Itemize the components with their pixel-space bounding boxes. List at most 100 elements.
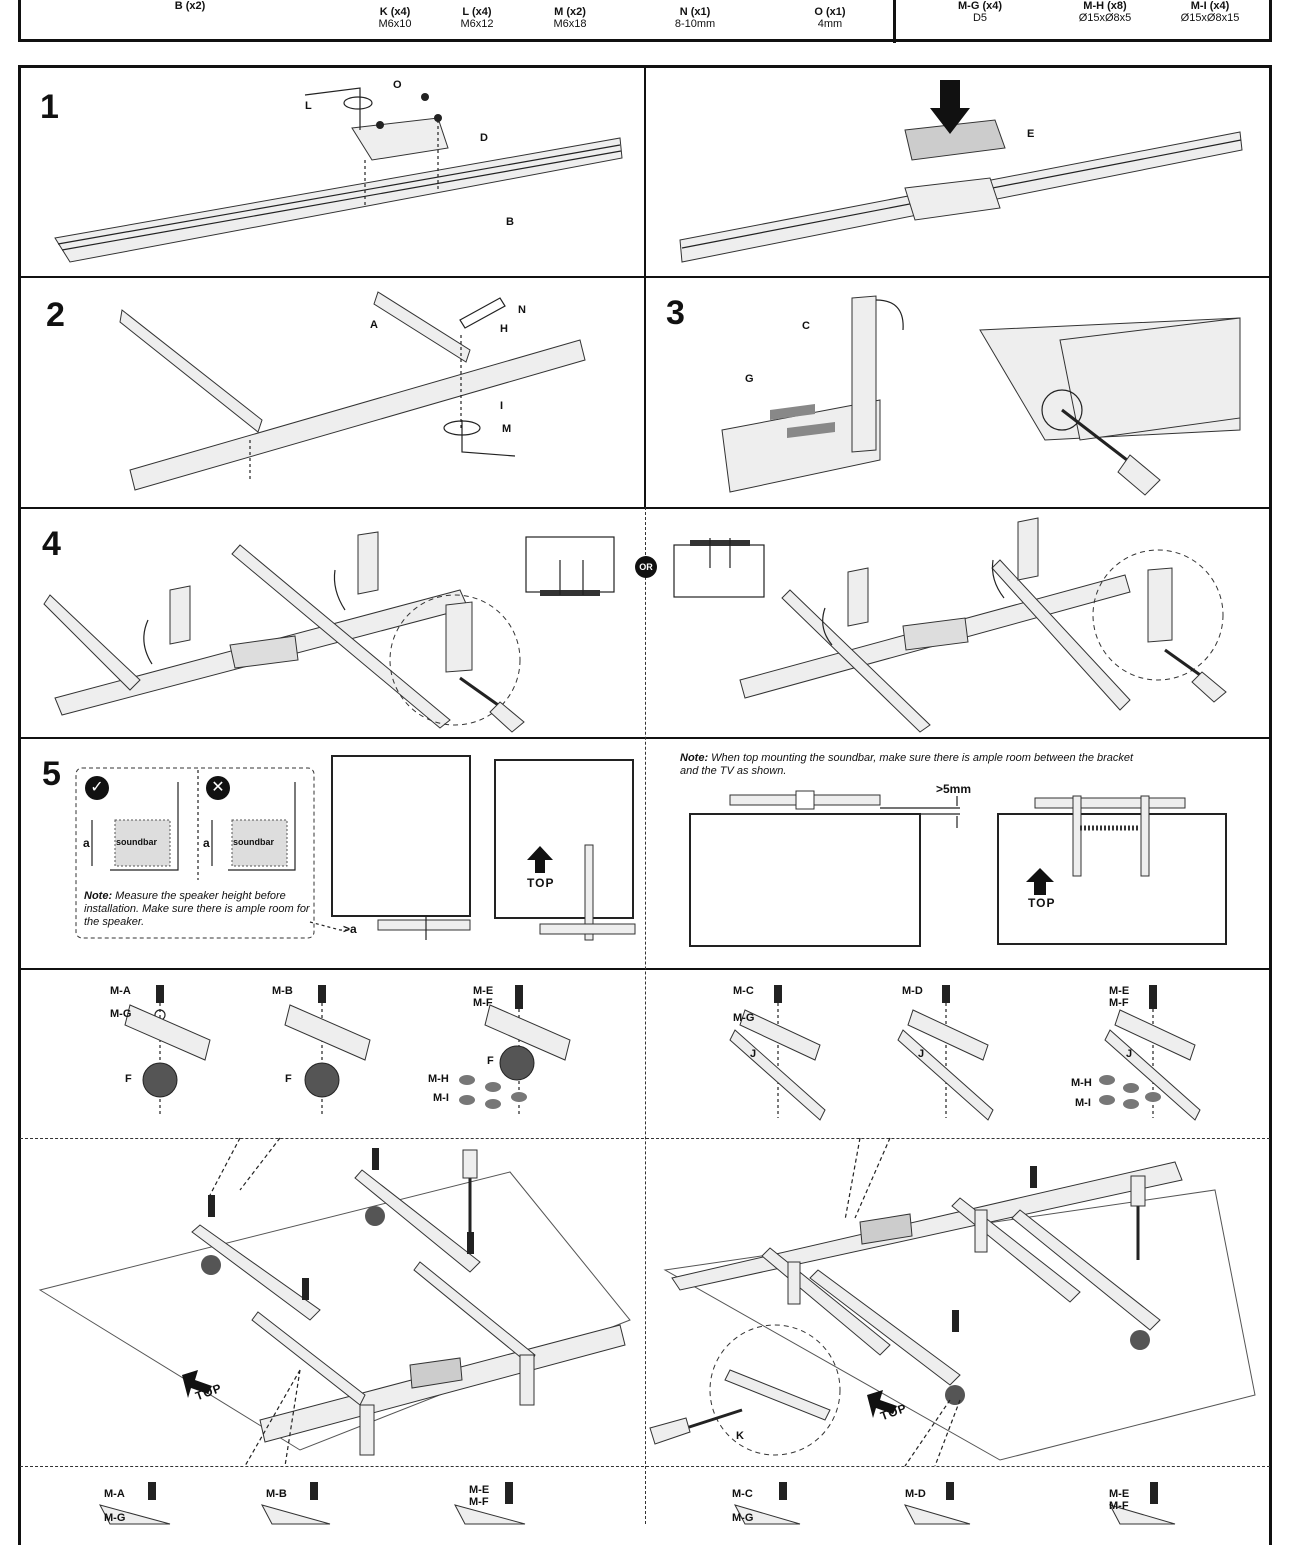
hw-ma: M-A — [110, 985, 131, 997]
col-separator-dashed — [645, 507, 646, 1524]
col-separator-row2 — [644, 276, 646, 507]
part-mi-name: M-I (x4) — [1190, 0, 1230, 12]
hw-mf-right: M-F — [1109, 997, 1129, 1009]
col-separator-row1 — [644, 65, 646, 276]
part-k-spec: M6x10 — [378, 18, 412, 30]
part-n-name: N (x1) — [679, 6, 711, 18]
assembly-left — [38, 1137, 631, 1467]
hw-me-right: M-E — [1109, 985, 1130, 997]
dim-a-ok: a — [83, 836, 90, 850]
bottom-mg: M-G — [104, 1512, 126, 1524]
callout-e: E — [1027, 128, 1035, 140]
callout-g: G — [745, 373, 754, 385]
hardware-separator — [20, 1138, 1270, 1139]
hw-mb: M-B — [272, 985, 293, 997]
step-number-5: 5 — [42, 755, 61, 793]
step5-right — [689, 790, 1227, 947]
top-label-step5: TOP — [527, 876, 555, 890]
step4-left — [43, 531, 615, 733]
callout-i: I — [500, 400, 504, 412]
bottom-ma: M-A — [104, 1488, 125, 1500]
step3-parts — [721, 295, 1241, 496]
part-o: O (x1) 4mm — [800, 6, 860, 30]
gap-label: >5mm — [936, 782, 972, 796]
check-icon: ✓ — [85, 776, 109, 800]
cross-icon: ✕ — [206, 776, 230, 800]
part-mg-name: M-G (x4) — [958, 0, 1002, 12]
hw-mi-right: M-I — [1075, 1097, 1091, 1109]
dim-a-bad: a — [203, 836, 210, 850]
or-badge: OR — [635, 556, 657, 578]
part-b-name: B (x2) — [174, 0, 206, 12]
hw-j-a: J — [750, 1048, 757, 1060]
part-n-spec: 8-10mm — [674, 18, 716, 30]
part-mi-spec: Ø15xØ8x15 — [1180, 12, 1240, 24]
callout-n: N — [518, 304, 526, 316]
bottom-mg-right: M-G — [732, 1512, 754, 1524]
bottom-me: M-E — [469, 1484, 490, 1496]
hardware-right-row — [729, 985, 1201, 1121]
hw-mf: M-F — [473, 997, 493, 1009]
step1b-rail — [679, 80, 1243, 263]
bottom-mf-right: M-F — [1109, 1500, 1129, 1512]
part-l-name: L (x4) — [462, 6, 492, 18]
step5-right-note-text: When top mounting the soundbar, make sur… — [680, 752, 1134, 777]
bottom-md: M-D — [905, 1488, 926, 1500]
part-m: M (x2) M6x18 — [540, 6, 600, 30]
hw-mc: M-C — [733, 985, 754, 997]
hw-md: M-D — [902, 985, 923, 997]
part-l-spec: M6x12 — [460, 18, 494, 30]
step-number-4: 4 — [42, 525, 61, 563]
hw-f-b: F — [285, 1073, 292, 1085]
hw-j-c: J — [1126, 1048, 1133, 1060]
callout-h: H — [500, 323, 508, 335]
step5-left-note-text: Measure the speaker height before instal… — [84, 890, 310, 928]
callout-b: B — [506, 216, 514, 228]
part-l: L (x4) M6x12 — [447, 6, 507, 30]
part-mg-spec: D5 — [972, 12, 988, 24]
part-m-name: M (x2) — [554, 6, 586, 18]
callout-l: L — [305, 100, 312, 112]
step5-left — [75, 755, 636, 941]
hw-mi: M-I — [433, 1092, 449, 1104]
part-o-spec: 4mm — [817, 18, 843, 30]
step5-right-note: Note: When top mounting the soundbar, ma… — [680, 752, 1150, 778]
part-mh-name: M-H (x8) — [1083, 0, 1127, 12]
callout-a: A — [370, 319, 378, 331]
hardware-left-row — [124, 985, 571, 1115]
step4-right — [673, 517, 1227, 733]
bottom-mf: M-F — [469, 1496, 489, 1508]
part-m-spec: M6x18 — [553, 18, 587, 30]
part-k-name: K (x4) — [379, 6, 411, 18]
part-mh: M-H (x8) Ø15xØ8x5 — [1055, 0, 1155, 24]
bottom-mb: M-B — [266, 1488, 287, 1500]
step5-left-note-label: Note: — [84, 890, 113, 902]
gt-a-label: >a — [343, 922, 357, 936]
callout-m: M — [502, 423, 512, 435]
part-o-name: O (x1) — [814, 6, 846, 18]
hw-mh: M-H — [428, 1073, 449, 1085]
part-mi: M-I (x4) Ø15xØ8x15 — [1170, 0, 1250, 24]
top-label-step5-right: TOP — [1028, 896, 1056, 910]
hw-f-a: F — [125, 1073, 132, 1085]
parts-list-bar — [18, 0, 1272, 42]
bottom-mc: M-C — [732, 1488, 753, 1500]
soundbar-label-ok: soundbar — [116, 837, 158, 847]
soundbar-label-bad: soundbar — [233, 837, 275, 847]
assembly-right — [649, 1137, 1256, 1467]
part-mg: M-G (x4) D5 — [945, 0, 1015, 24]
part-n: N (x1) 8-10mm — [665, 6, 725, 30]
parts-list-divider — [893, 0, 896, 43]
bottom-strip-shapes — [99, 1482, 1176, 1525]
step5-right-note-label: Note: — [680, 752, 709, 764]
callout-o: O — [393, 79, 402, 91]
assembly-separator — [20, 1466, 1270, 1467]
hw-j-b: J — [918, 1048, 925, 1060]
assembly-k-label: K — [736, 1430, 744, 1442]
bottom-me-right: M-E — [1109, 1488, 1130, 1500]
step-number-1: 1 — [40, 88, 59, 126]
hw-me: M-E — [473, 985, 494, 997]
callout-c: C — [802, 320, 810, 332]
hw-mg: M-G — [110, 1008, 132, 1020]
